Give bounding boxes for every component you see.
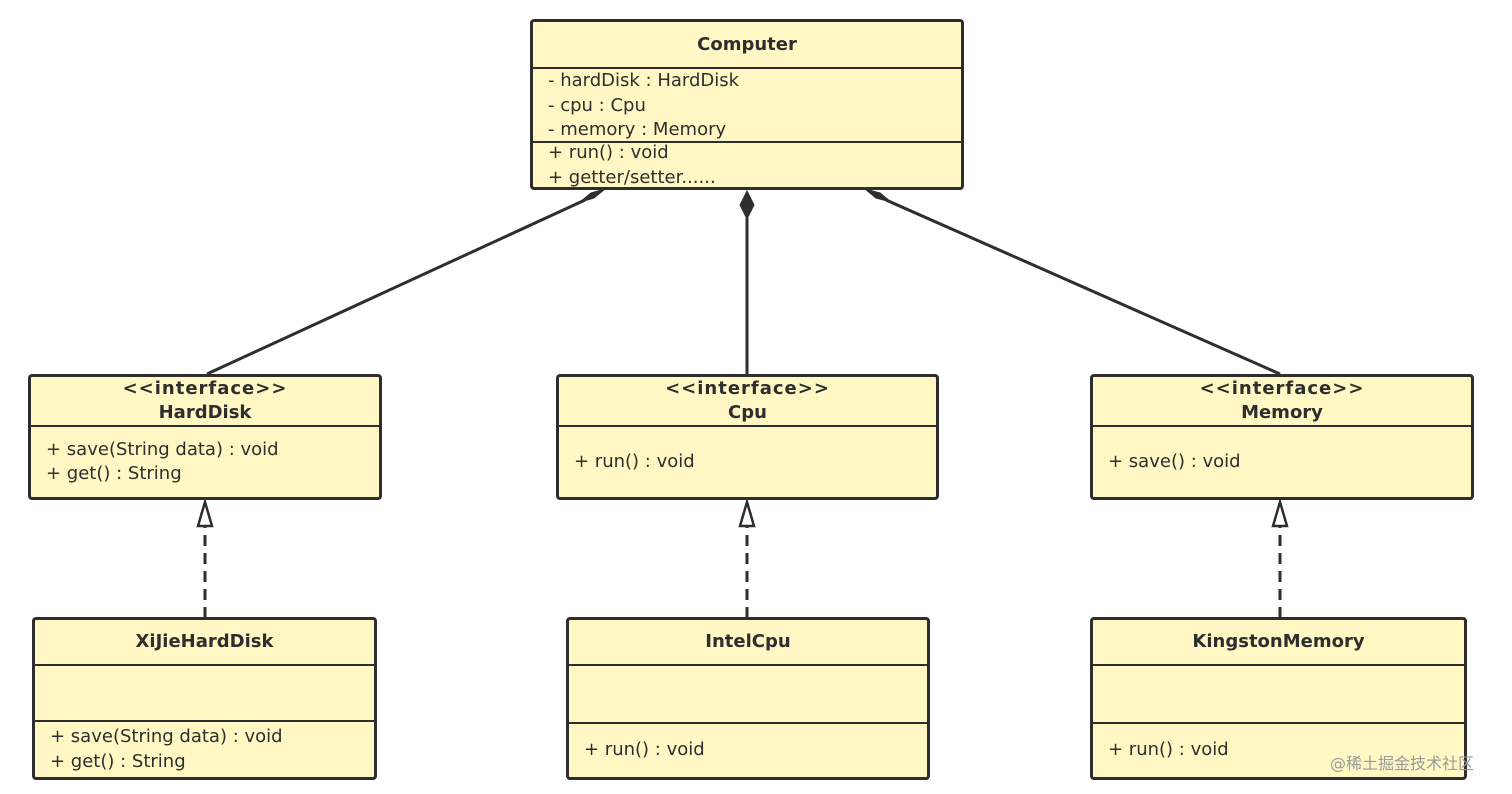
- composition-diamond-harddisk: [579, 188, 606, 203]
- class-computer-name: Computer: [697, 33, 797, 55]
- operation-row: + run() : void: [574, 450, 695, 472]
- operation-row: + save(String data) : void: [50, 726, 283, 747]
- interface-memory-operations: + save() : void: [1093, 427, 1471, 497]
- class-intelcpu-name: IntelCpu: [705, 631, 791, 652]
- composition-diamond-cpu: [739, 189, 755, 221]
- attribute-row: - cpu : Cpu: [548, 94, 646, 116]
- realization-arrowhead-harddisk: [196, 497, 214, 528]
- watermark: @稀土掘金技术社区: [1330, 754, 1475, 773]
- interface-harddisk-stereotype: <<interface>>: [122, 378, 288, 399]
- realization-arrowhead-memory: [1271, 497, 1289, 528]
- attribute-row: - memory : Memory: [548, 119, 727, 140]
- operation-row: + get() : String: [46, 463, 182, 484]
- operation-row: + getter/setter......: [548, 166, 716, 188]
- operation-row: + run() : void: [584, 739, 705, 761]
- class-computer[interactable]: Computer - hardDisk : HardDisk - cpu : C…: [530, 19, 964, 190]
- class-computer-attributes: - hardDisk : HardDisk - cpu : Cpu - memo…: [533, 69, 961, 143]
- operation-row: + save(String data) : void: [46, 438, 279, 460]
- interface-cpu-header: <<interface>> Cpu: [559, 377, 936, 427]
- attribute-row: - hardDisk : HardDisk: [548, 70, 740, 91]
- class-kingstonmemory-header: KingstonMemory: [1093, 620, 1464, 666]
- class-computer-operations: + run() : void + getter/setter......: [533, 142, 961, 188]
- class-kingstonmemory-attributes: [1093, 666, 1464, 724]
- interface-cpu-operations: + run() : void: [559, 427, 936, 497]
- operation-row: + run() : void: [548, 142, 669, 163]
- interface-cpu-stereotype: <<interface>>: [665, 378, 830, 399]
- interface-harddisk-name: HardDisk: [158, 402, 252, 423]
- interface-memory[interactable]: <<interface>> Memory + save() : void: [1090, 374, 1474, 500]
- realization-arrowhead-cpu: [738, 497, 756, 528]
- operation-row: + run() : void: [1108, 739, 1229, 761]
- class-kingstonmemory-name: KingstonMemory: [1192, 631, 1365, 652]
- class-xijiehardisk-header: XiJieHardDisk: [35, 620, 374, 666]
- operation-row: + save() : void: [1108, 450, 1241, 472]
- class-xijiehardisk-name: XiJieHardDisk: [135, 631, 274, 652]
- interface-cpu[interactable]: <<interface>> Cpu + run() : void: [556, 374, 939, 500]
- interface-cpu-name: Cpu: [728, 402, 767, 423]
- interface-memory-header: <<interface>> Memory: [1093, 377, 1471, 427]
- class-xijiehardisk[interactable]: XiJieHardDisk + save(String data) : void…: [32, 617, 377, 780]
- operation-row: + get() : String: [50, 750, 186, 772]
- composition-line-harddisk: [206, 198, 586, 376]
- class-kingstonmemory[interactable]: KingstonMemory + run() : void: [1090, 617, 1467, 780]
- class-computer-header: Computer: [533, 22, 961, 69]
- class-xijiehardisk-attributes: [35, 666, 374, 722]
- interface-memory-stereotype: <<interface>>: [1199, 378, 1365, 399]
- class-intelcpu-operations: + run() : void: [569, 724, 927, 777]
- class-kingstonmemory-operations: + run() : void: [1093, 724, 1464, 777]
- composition-diamond-memory: [864, 188, 892, 203]
- interface-harddisk-operations: + save(String data) : void + get() : Str…: [31, 427, 379, 497]
- class-intelcpu-attributes: [569, 666, 927, 724]
- class-intelcpu[interactable]: IntelCpu + run() : void: [566, 617, 930, 780]
- interface-memory-name: Memory: [1241, 402, 1323, 423]
- composition-line-memory: [885, 198, 1281, 376]
- class-xijiehardisk-operations: + save(String data) : void + get() : Str…: [35, 722, 374, 777]
- class-intelcpu-header: IntelCpu: [569, 620, 927, 666]
- interface-harddisk-header: <<interface>> HardDisk: [31, 377, 379, 427]
- interface-harddisk[interactable]: <<interface>> HardDisk + save(String dat…: [28, 374, 382, 500]
